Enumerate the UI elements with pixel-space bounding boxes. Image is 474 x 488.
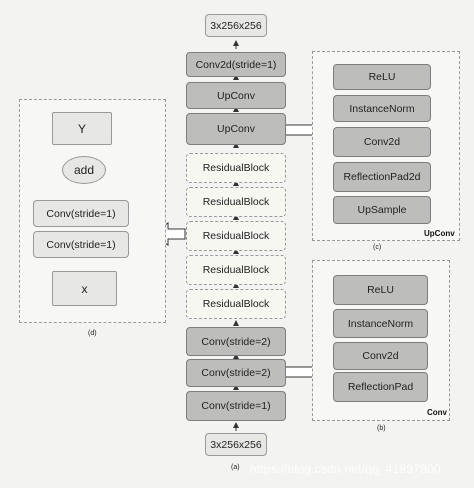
- conv-reflectionpad-label: ReflectionPad: [347, 381, 414, 393]
- conv-relu-label: ReLU: [367, 284, 394, 296]
- residual-input-label: x: [81, 281, 88, 296]
- upconv-conv2d-label: Conv2d: [363, 136, 401, 148]
- upconv-conv2d-block: Conv2d: [333, 127, 431, 157]
- conv-conv2d-block: Conv2d: [333, 342, 428, 370]
- residual-output-box: Y: [52, 112, 112, 145]
- residual-conv-block-1: Conv(stride=1): [33, 200, 129, 227]
- residual-block-label-3: ResidualBlock: [202, 230, 270, 242]
- encoder-conv-block-3: Conv(stride=1): [186, 391, 286, 421]
- upconv-upsample-label: UpSample: [357, 204, 407, 216]
- caption-d: (d): [88, 330, 97, 337]
- residual-block-label-1: ResidualBlock: [202, 162, 270, 174]
- residual-conv-block-2: Conv(stride=1): [33, 231, 129, 258]
- upconv-reflectionpad2d-block: ReflectionPad2d: [333, 162, 431, 192]
- caption-a: (a): [231, 464, 240, 471]
- input-shape-label: 3x256x256: [210, 438, 262, 451]
- encoder-conv-label-2: Conv(stride=2): [201, 367, 271, 379]
- residual-block-5: ResidualBlock: [186, 289, 286, 319]
- conv-panel-title: Conv: [427, 408, 447, 417]
- residual-block-label-2: ResidualBlock: [202, 196, 270, 208]
- encoder-conv-block-1: Conv(stride=2): [186, 327, 286, 356]
- decoder-conv2d-block: Conv2d(stride=1): [186, 52, 286, 77]
- decoder-upconv-label-1: UpConv: [217, 89, 255, 102]
- residual-add-node: add: [62, 156, 106, 184]
- upconv-relu-label: ReLU: [368, 71, 396, 83]
- upconv-panel-title: UpConv: [424, 229, 455, 238]
- upconv-upsample-block: UpSample: [333, 196, 431, 224]
- residual-add-label: add: [73, 163, 95, 177]
- upconv-relu-block: ReLU: [333, 64, 431, 90]
- residual-input-box: x: [52, 271, 117, 306]
- residual-conv-label-2: Conv(stride=1): [46, 238, 116, 251]
- decoder-upconv-label-2: UpConv: [217, 123, 255, 135]
- residual-block-1: ResidualBlock: [186, 153, 286, 183]
- output-shape-box: 3x256x256: [205, 14, 267, 37]
- conv-instancenorm-label: InstanceNorm: [347, 317, 414, 330]
- residual-output-label: Y: [77, 121, 86, 136]
- conv-relu-block: ReLU: [333, 275, 428, 305]
- residual-block-label-4: ResidualBlock: [202, 264, 270, 276]
- output-shape-label: 3x256x256: [210, 19, 262, 32]
- encoder-conv-label-3: Conv(stride=1): [201, 400, 271, 412]
- input-shape-box: 3x256x256: [205, 433, 267, 456]
- decoder-upconv-block-2: UpConv: [186, 113, 286, 145]
- watermark-text: https://blog.csdn.net/qq_41897800: [250, 462, 441, 476]
- upconv-instancenorm-label: InstanceNorm: [349, 102, 415, 115]
- decoder-upconv-block-1: UpConv: [186, 82, 286, 109]
- encoder-conv-label-1: Conv(stride=2): [201, 335, 271, 348]
- upconv-reflectionpad2d-label: ReflectionPad2d: [343, 171, 421, 183]
- residual-conv-label-1: Conv(stride=1): [46, 207, 116, 220]
- residual-block-label-5: ResidualBlock: [202, 298, 270, 310]
- encoder-conv-block-2: Conv(stride=2): [186, 359, 286, 387]
- conv-instancenorm-block: InstanceNorm: [333, 309, 428, 338]
- residual-block-4: ResidualBlock: [186, 255, 286, 285]
- caption-b: (b): [377, 425, 386, 432]
- residual-block-3: ResidualBlock: [186, 221, 286, 251]
- caption-c: (c): [373, 244, 382, 251]
- decoder-conv2d-label: Conv2d(stride=1): [195, 58, 277, 71]
- upconv-instancenorm-block: InstanceNorm: [333, 95, 431, 122]
- conv-reflectionpad-block: ReflectionPad: [333, 372, 428, 402]
- residual-block-2: ResidualBlock: [186, 187, 286, 217]
- conv-conv2d-label: Conv2d: [362, 350, 399, 362]
